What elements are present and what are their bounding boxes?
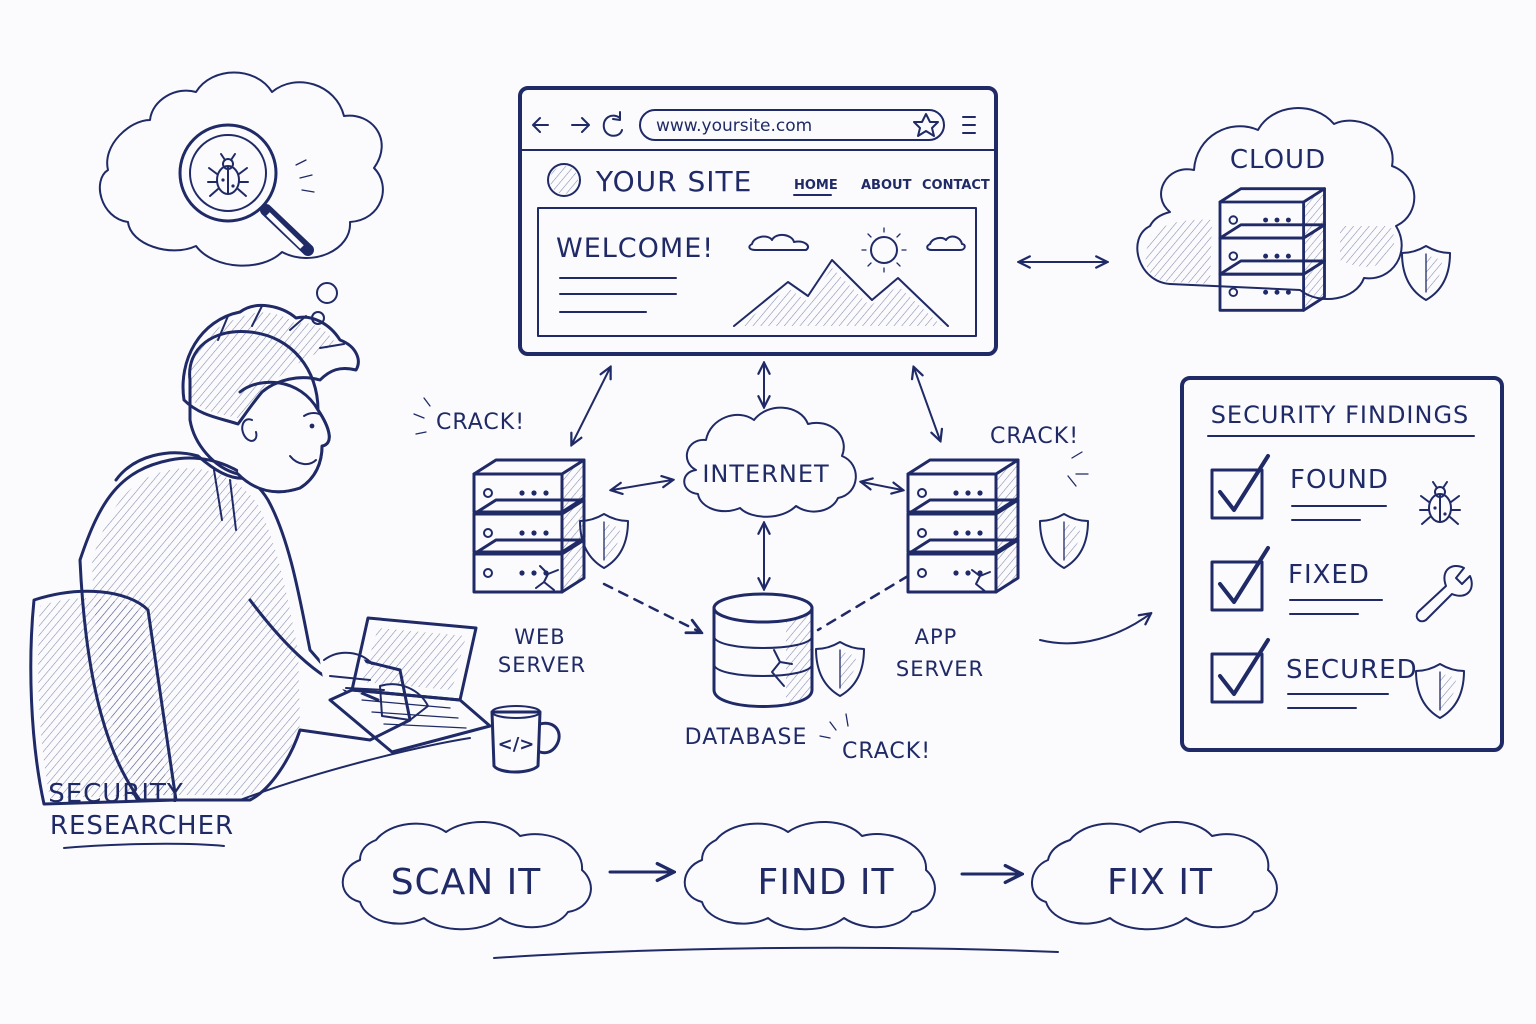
database-icon — [712, 592, 814, 708]
hero-text-lines — [559, 277, 677, 313]
mountain-illustration — [733, 259, 949, 327]
nav-about[interactable]: ABOUT — [861, 178, 912, 193]
finding-secured: SECURED — [1286, 655, 1418, 685]
site-logo[interactable] — [547, 163, 581, 197]
browser-window: www.yoursite.com YOUR SITE HOME ABOUT CO… — [518, 86, 998, 356]
app-server-icon — [906, 458, 1020, 594]
cloud — [1136, 107, 1416, 301]
security-researcher-figure — [29, 304, 429, 806]
cloud-server-icon — [1218, 187, 1326, 312]
cloud-label: CLOUD — [1230, 145, 1326, 175]
checkbox-icon[interactable] — [1210, 454, 1270, 520]
bug-icon — [207, 153, 249, 197]
findings-title: SECURITY FINDINGS — [1211, 401, 1470, 429]
hero-heading: WELCOME! — [556, 233, 714, 264]
hero-banner — [537, 207, 977, 337]
database-crack-lines — [819, 713, 849, 739]
database-crack-label: CRACK! — [842, 739, 931, 764]
step-fix: FIX IT — [1107, 862, 1213, 903]
arrow-left-icon[interactable] — [532, 117, 549, 133]
researcher-label-line2: RESEARCHER — [50, 811, 234, 841]
appserver-database-dashed — [816, 574, 910, 632]
checkbox-icon[interactable] — [1210, 546, 1270, 612]
security-findings-panel — [1180, 376, 1504, 752]
web-server-label-line1: WEB — [514, 625, 565, 649]
star-icon[interactable] — [913, 113, 939, 137]
app-server-label-line2: SERVER — [896, 657, 984, 681]
checkbox-icon[interactable] — [1210, 638, 1270, 704]
site-title[interactable]: YOUR SITE — [595, 165, 752, 198]
laptop — [328, 616, 492, 754]
internet-label: INTERNET — [702, 460, 829, 488]
finding-fixed: FIXED — [1288, 560, 1370, 590]
step-scan-bubble — [341, 821, 592, 931]
web-server-icon — [472, 458, 586, 594]
desk-edge — [239, 737, 471, 801]
webserver-crack-label: CRACK! — [436, 410, 525, 435]
browser-webserver-arrow — [572, 368, 610, 444]
app-server-label-line1: APP — [915, 625, 958, 649]
finding-found: FOUND — [1290, 465, 1389, 495]
webserver-database-dashed — [602, 582, 700, 632]
appserver-crack-lines — [1067, 451, 1089, 487]
mug-label: </> — [498, 734, 535, 755]
database-label: DATABASE — [685, 725, 808, 750]
nav-contact[interactable]: CONTACT — [922, 178, 990, 193]
arrow-right-icon[interactable] — [571, 117, 590, 133]
findings-arrow — [1039, 614, 1150, 645]
browser-appserver-arrow — [914, 368, 940, 440]
address-bar-url: www.yoursite.com — [656, 116, 812, 136]
thought-bubble — [98, 71, 384, 325]
researcher-underline — [63, 842, 225, 849]
webserver-crack-lines — [413, 397, 431, 435]
web-server-label-line2: SERVER — [498, 653, 586, 677]
shield-icon — [1401, 245, 1451, 301]
bug-icon — [1419, 481, 1461, 525]
cloud-icon — [748, 234, 810, 251]
step-fix-bubble — [1031, 821, 1278, 931]
refresh-icon[interactable] — [602, 111, 623, 137]
appserver-crack-label: CRACK! — [990, 424, 1079, 449]
address-bar[interactable] — [639, 109, 945, 141]
bottom-underline — [493, 946, 1059, 959]
coffee-mug: </> — [490, 705, 561, 774]
menu-icon[interactable] — [962, 116, 976, 134]
magnifier-icon — [178, 123, 315, 256]
shield-icon — [1415, 663, 1465, 719]
internet-appserver-arrow — [862, 482, 902, 490]
wrench-icon — [1415, 565, 1473, 623]
nav-home[interactable]: HOME — [794, 178, 838, 193]
sun-icon — [870, 236, 898, 264]
researcher-label-line1: SECURITY — [48, 779, 184, 809]
step-find: FIND IT — [757, 862, 894, 903]
step-find-bubble — [683, 821, 936, 931]
step-scan: SCAN IT — [391, 862, 542, 903]
webserver-internet-arrow — [612, 480, 672, 490]
internet-cloud — [683, 406, 857, 518]
